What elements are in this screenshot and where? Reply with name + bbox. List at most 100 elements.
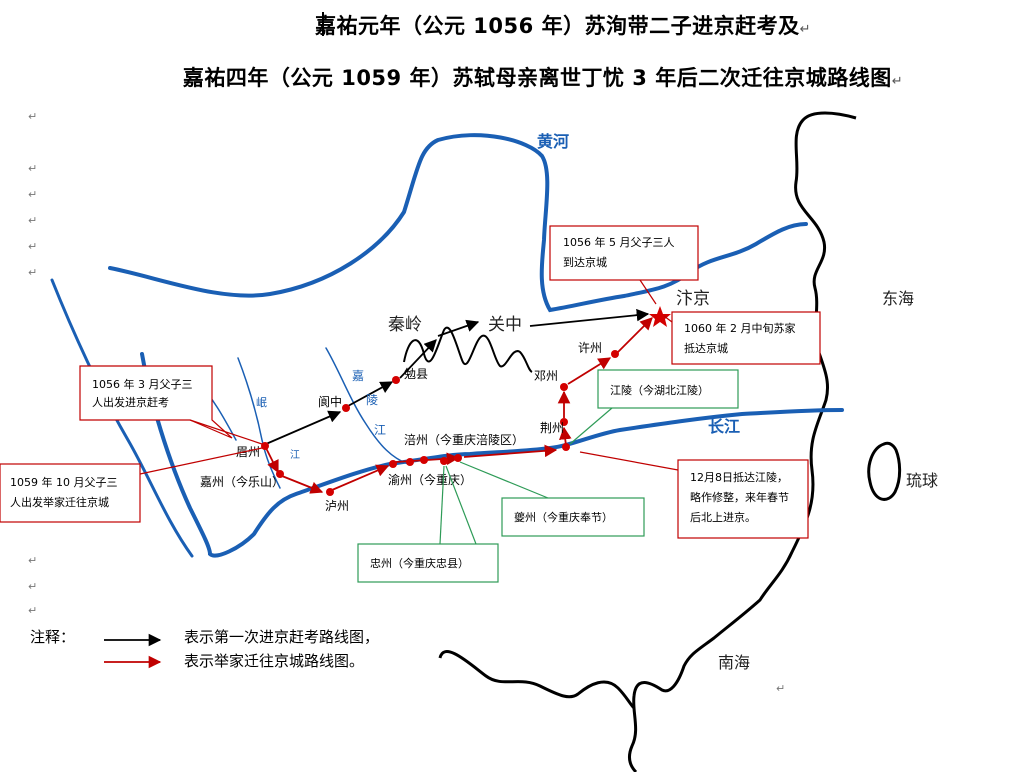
city-dot-kuizhou: [454, 454, 462, 462]
route-segment: [265, 447, 279, 474]
callout-depart-1056: 1056 年 3 月父子三 人出发进京赶考: [79, 365, 263, 445]
paragraph-mark: ↵: [28, 604, 37, 617]
svg-text:1060 年 2 月中旬苏家: 1060 年 2 月中旬苏家: [684, 321, 795, 335]
yellow-river: [108, 133, 808, 313]
svg-text:后北上进京。: 后北上进京。: [690, 510, 756, 524]
route-segment: [265, 410, 342, 445]
svg-text:到达京城: 到达京城: [563, 255, 607, 269]
legend-first-trip: 表示第一次进京赶考路线图，: [184, 628, 379, 646]
label-dengzhou: 邓州: [534, 369, 558, 383]
ryukyu-island: [867, 441, 902, 501]
label-yellow-river: 黄河: [537, 132, 569, 151]
callout-kuizhou: 夔州（今重庆奉节）: [459, 461, 645, 537]
paragraph-mark: ↵: [28, 162, 37, 175]
legend: 注释： 表示第一次进京赶考路线图， 表示举家迁往京城路线图。: [30, 628, 379, 670]
paragraph-mark: ↵: [28, 266, 37, 279]
label-ryukyu: 琉球: [906, 471, 938, 490]
western-river: [50, 278, 194, 558]
label-jingzhou: 荆州: [540, 421, 564, 435]
paragraph-mark: ↵: [28, 240, 37, 253]
svg-text:1056 年 3 月父子三: 1056 年 3 月父子三: [92, 377, 192, 391]
route-segment: [399, 339, 437, 379]
svg-text:1056 年 5 月父子三人: 1056 年 5 月父子三人: [563, 235, 674, 249]
label-jiang-small: 江: [290, 449, 300, 461]
label-guanzhong: 关中: [488, 315, 522, 335]
callout-zhongzhou: 忠州（今重庆忠县）: [357, 465, 499, 583]
label-fuzhou: 涪州（今重庆涪陵区）: [404, 432, 524, 447]
label-jialing-3: 江: [374, 423, 386, 437]
label-luzhou: 泸州: [325, 499, 349, 513]
route-segment: [331, 464, 390, 491]
callout-arrive-1056: 1056 年 5 月父子三人 到达京城: [549, 225, 699, 305]
label-mianxian: 勉县: [404, 367, 428, 381]
city-dot-jingzhou: [560, 418, 568, 426]
paragraph-marks: ↵ ↵ ↵ ↵ ↵ ↵ ↵ ↵ ↵ ↵: [28, 110, 785, 695]
jialing-river: [325, 347, 409, 465]
label-jialing-2: 陵: [366, 393, 378, 407]
route-segment: [281, 475, 324, 494]
geo-labels: 黄河 长江 东海 琉球 南海 秦岭 关中 汴京 岷 江 嘉 陵 江: [256, 132, 938, 672]
svg-text:人出发举家迁往京城: 人出发举家迁往京城: [10, 495, 109, 509]
legend-family-move: 表示举家迁往京城路线图。: [184, 652, 364, 670]
label-qinling: 秦岭: [388, 315, 422, 335]
coastline: [628, 111, 857, 772]
paragraph-mark: ↵: [28, 188, 37, 201]
city-dot-jiangling: [562, 443, 570, 451]
paragraph-mark: ↵: [28, 580, 37, 593]
paragraph-mark: ↵: [28, 214, 37, 227]
svg-text:抵达京城: 抵达京城: [684, 341, 728, 355]
route-segment: [347, 381, 394, 407]
city-dot-fuzhou: [440, 457, 448, 465]
paragraph-mark: ↵: [28, 110, 37, 123]
legend-label: 注释：: [30, 628, 75, 646]
city-dot-mianxian: [392, 376, 400, 384]
route-segment: [529, 308, 650, 327]
label-min-river: 岷: [256, 396, 267, 409]
label-east-sea: 东海: [882, 289, 914, 308]
route-segment: [463, 444, 558, 458]
route-segment: [558, 426, 572, 447]
city-dot-langzhong: [342, 404, 350, 412]
callout-arrive-1060: 1060 年 2 月中旬苏家 抵达京城: [663, 311, 821, 365]
label-yuzhou: 渝州（今重庆）: [388, 472, 472, 487]
family-move-route: [265, 317, 653, 494]
label-bianjing: 汴京: [676, 289, 710, 309]
city-dot-yuzhou-2: [406, 458, 414, 466]
callout-dec-8: 12月8日抵达江陵， 略作修整，来年春节 后北上进京。: [579, 451, 809, 539]
label-xuzhou: 许州: [578, 341, 602, 355]
paragraph-mark: ↵: [28, 554, 37, 567]
paragraph-mark: ↵: [776, 682, 785, 695]
coastline-south-cape: [438, 650, 636, 710]
route-segment: [437, 319, 480, 337]
route-segment: [617, 317, 653, 353]
capital-star-icon: [649, 306, 671, 327]
city-dot-zhongzhou: [420, 456, 428, 464]
label-meizhou: 眉州: [236, 445, 260, 459]
svg-text:忠州（今重庆忠县）: 忠州（今重庆忠县）: [370, 556, 469, 570]
label-south-sea: 南海: [718, 653, 750, 672]
label-langzhong: 阆中: [318, 394, 342, 409]
city-dot-jiazhou: [276, 470, 284, 478]
first-trip-route: [265, 308, 650, 445]
route-segment: [567, 357, 612, 385]
min-river: [237, 357, 281, 489]
city-dot-yuzhou: [389, 460, 397, 468]
label-jiazhou: 嘉州（今乐山）: [200, 474, 284, 489]
svg-text:1059 年 10 月父子三: 1059 年 10 月父子三: [10, 475, 117, 489]
city-dot-xuzhou: [611, 350, 619, 358]
place-labels: 眉州 嘉州（今乐山） 泸州 渝州（今重庆） 涪州（今重庆涪陵区） 阆中 勉县 荆…: [200, 341, 602, 513]
svg-text:江陵（今湖北江陵）: 江陵（今湖北江陵）: [610, 383, 709, 397]
city-dot-dengzhou: [560, 383, 568, 391]
city-dot-meizhou: [261, 442, 269, 450]
text-cursor: [322, 12, 324, 36]
map-title-line-2: 嘉祐四年（公元 1059 年）苏轼母亲离世丁忧 3 年后二次迁往京城路线图↵: [182, 66, 904, 90]
label-jialing-1: 嘉: [352, 369, 364, 383]
svg-text:夔州（今重庆奉节）: 夔州（今重庆奉节）: [514, 510, 613, 524]
svg-text:12月8日抵达江陵，: 12月8日抵达江陵，: [690, 470, 788, 484]
svg-text:人出发进京赶考: 人出发进京赶考: [92, 395, 169, 409]
callout-jiangling: 江陵（今湖北江陵）: [569, 369, 739, 445]
city-dot-luzhou: [326, 488, 334, 496]
city-dots: [261, 350, 619, 496]
qinling-mountains: [403, 326, 533, 373]
